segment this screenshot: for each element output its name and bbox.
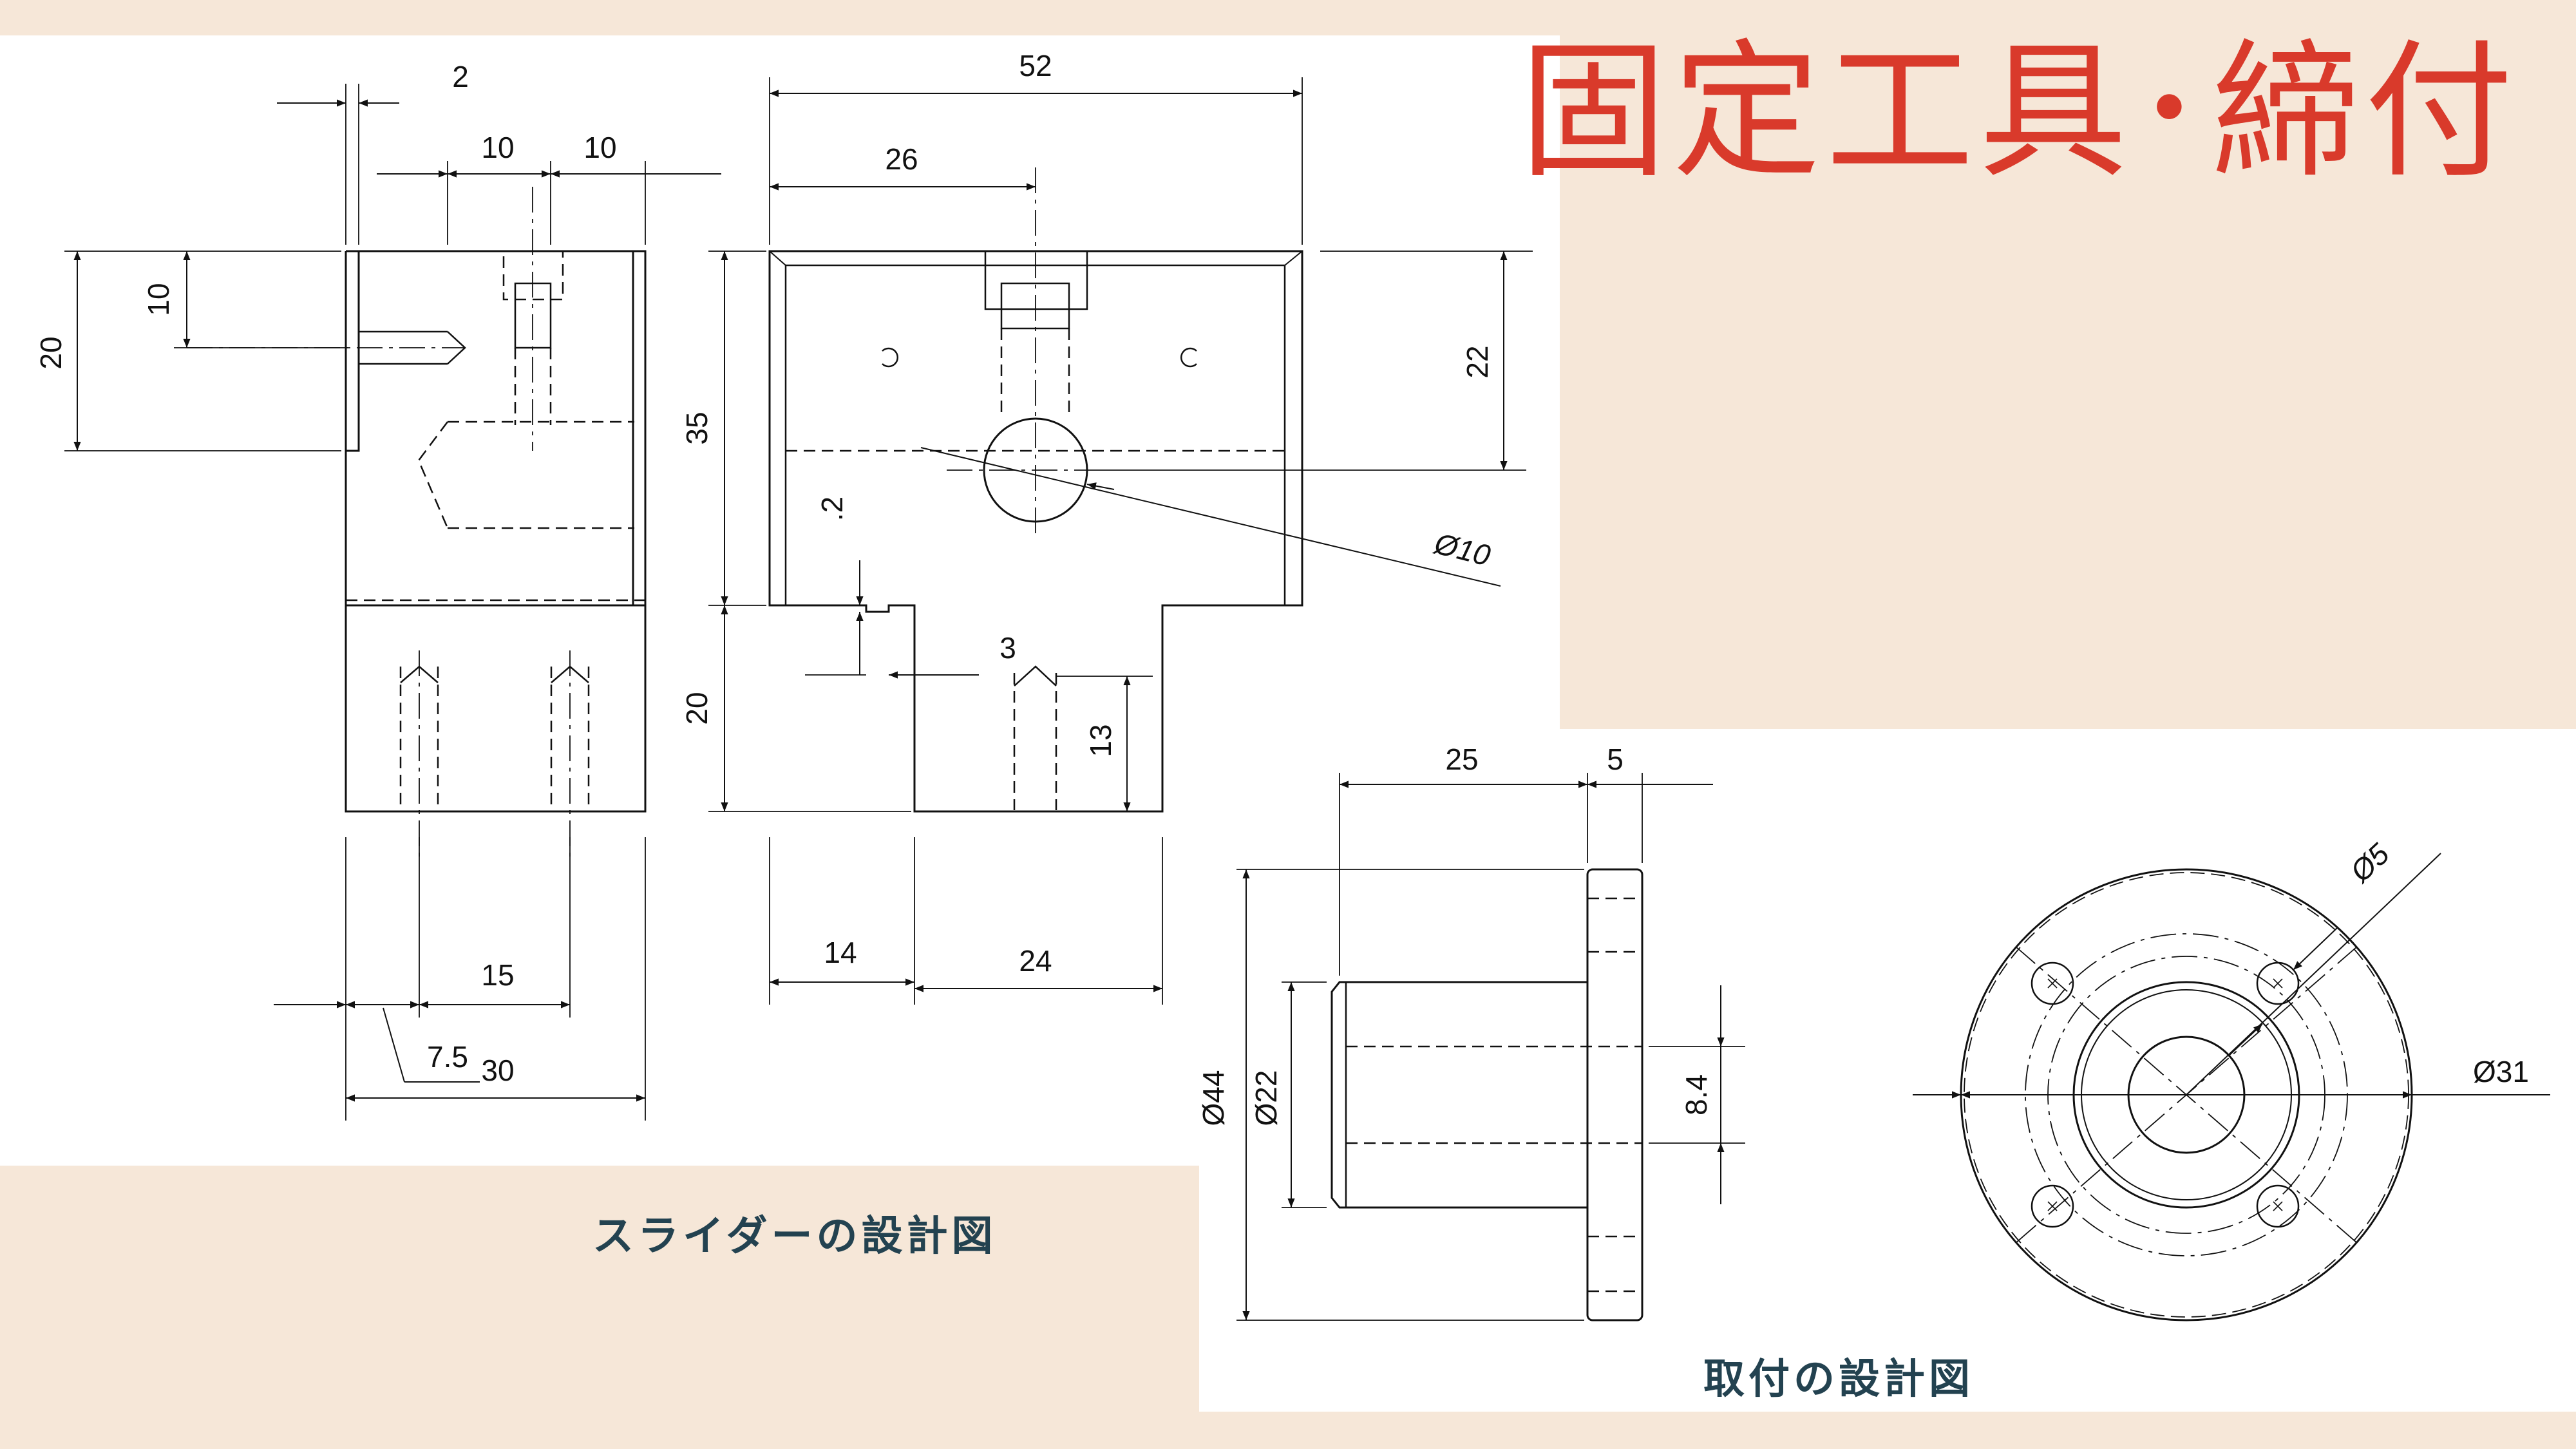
dim-dia10: Ø10 — [1430, 526, 1494, 573]
dim-30: 30 — [481, 1054, 514, 1087]
dim-26: 26 — [885, 142, 918, 176]
dim-3: 3 — [999, 631, 1016, 665]
dim-5: 5 — [1607, 743, 1624, 776]
dim-7-5: 7.5 — [427, 1040, 468, 1074]
dim-15: 15 — [481, 958, 514, 992]
slide-title: 固定工具･締付 — [1519, 26, 2518, 198]
dim-52: 52 — [1019, 49, 1052, 82]
dim-35: 35 — [680, 412, 714, 444]
mount-front-view — [1913, 853, 2550, 1321]
dim-24: 24 — [1019, 944, 1052, 978]
dim-13: 13 — [1084, 724, 1117, 757]
dim-dia5: Ø5 — [2343, 837, 2396, 889]
dim-25: 25 — [1445, 743, 1478, 776]
slider-front-view — [708, 77, 1533, 1005]
dim-dia22: Ø22 — [1249, 1070, 1283, 1126]
dim-20-low: 20 — [680, 692, 714, 724]
dim-dia44: Ø44 — [1197, 1070, 1230, 1126]
dim-20-side: 20 — [34, 336, 68, 369]
dim-22: 22 — [1461, 345, 1494, 378]
dim-10a: 10 — [481, 131, 514, 164]
dim-14: 14 — [824, 936, 857, 969]
mount-side-view — [1236, 773, 1745, 1321]
dim-10b: 10 — [583, 131, 616, 164]
slider-caption: スライダーの設計図 — [592, 1213, 997, 1260]
dim-10-side: 10 — [142, 283, 175, 316]
slider-side-view — [64, 84, 721, 1121]
dim-8-4: 8.4 — [1680, 1074, 1713, 1115]
dim-dia31: Ø31 — [2473, 1055, 2529, 1088]
mount-drawing-panel — [1199, 729, 2576, 1412]
mount-caption: 取付の設計図 — [1703, 1356, 1974, 1403]
dim-2: 2 — [452, 60, 469, 93]
dim-point2: .2 — [815, 497, 849, 521]
